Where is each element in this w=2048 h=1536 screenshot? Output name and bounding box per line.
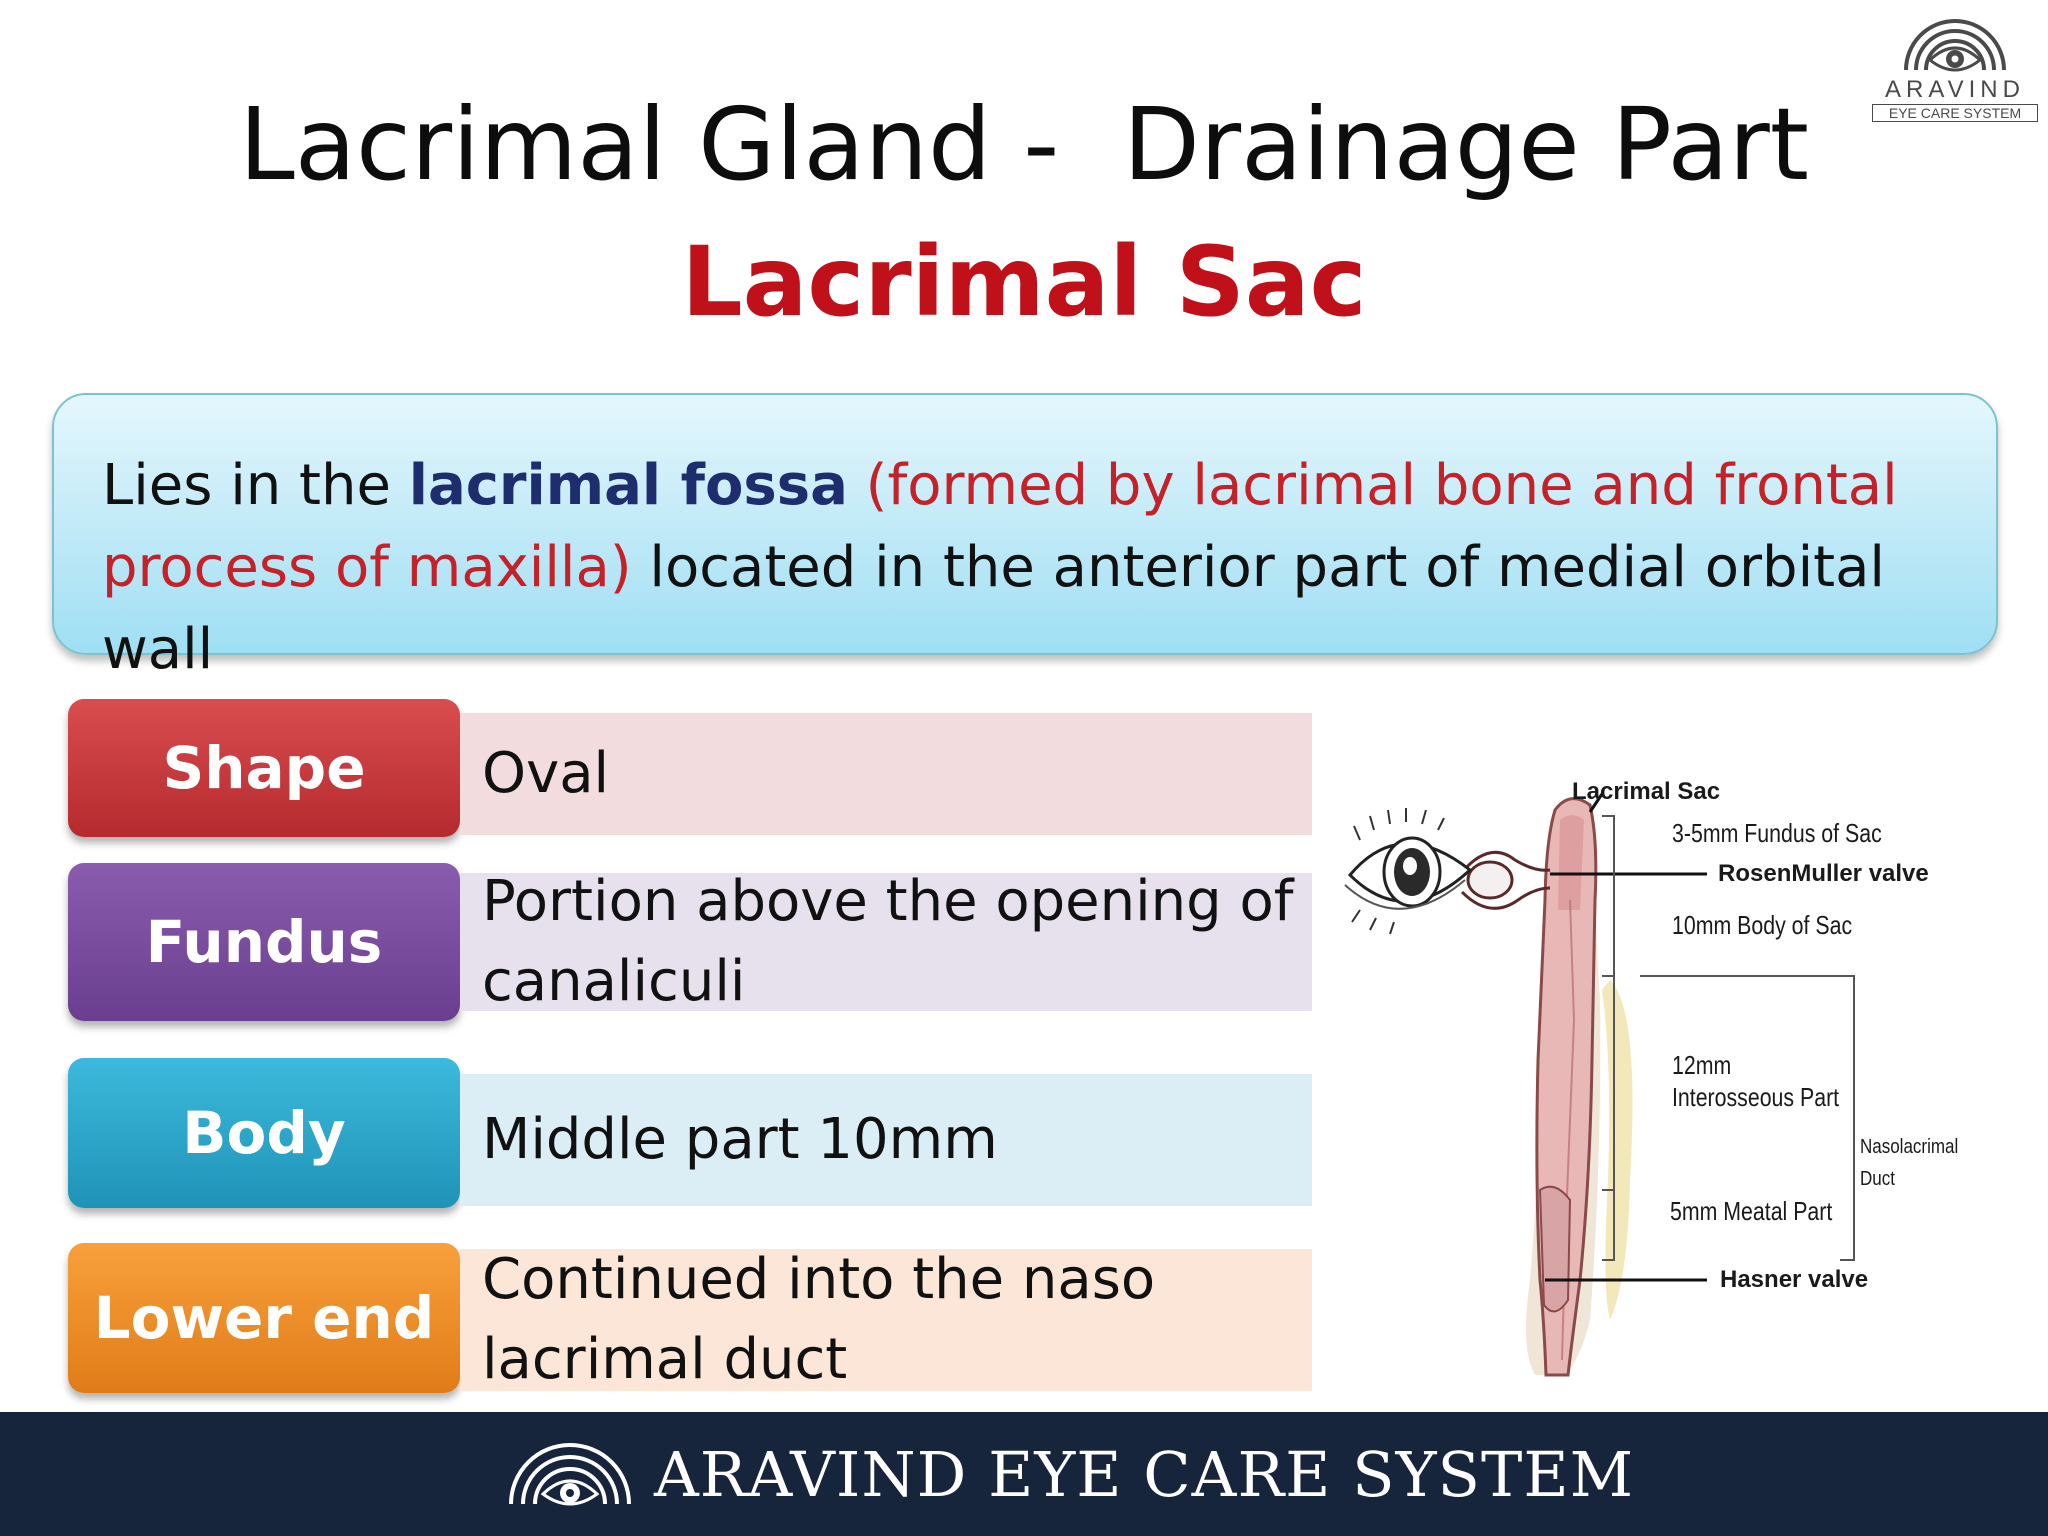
row-description: Continued into the naso lacrimal duct (460, 1247, 1312, 1392)
logo-name: ARAVIND (1885, 76, 2025, 103)
definition-fossa: lacrimal fossa (408, 453, 848, 518)
label-interosseous-part: Interosseous Part (1672, 1082, 1840, 1112)
row-label: Fundus (68, 863, 460, 1021)
row-description: Oval (460, 713, 1312, 835)
logo-subtitle: EYE CARE SYSTEM (1872, 104, 2038, 122)
label-body-of-sac: 10mm Body of Sac (1672, 910, 1853, 940)
definition-box: Lies in the lacrimal fossa (formed by la… (52, 393, 1998, 682)
label-meatal-part: 5mm Meatal Part (1670, 1196, 1833, 1226)
label-lacrimal-sac: Lacrimal Sac (1572, 778, 1721, 805)
definition-formed-by: (formed by lacrimal bone and frontal pro… (102, 453, 1898, 600)
definition-part-1: Lies in the (102, 453, 409, 518)
row-description: Portion above the opening of canaliculi (460, 869, 1312, 1014)
slide-title: Lacrimal Gland - Drainage Part (238, 86, 1810, 203)
footer-brand: ARAVIND EYE CARE SYSTEM (654, 1438, 1635, 1511)
label-nasolacrimal: Nasolacrimal (1860, 1136, 1959, 1158)
eye-logo-icon (509, 1443, 631, 1506)
row-description: Middle part 10mm (460, 1074, 1312, 1206)
lacrimal-anatomy-illustration (1344, 793, 1855, 1377)
definition-text: Lies in the lacrimal fossa (formed by la… (102, 445, 1962, 691)
lacrimal-sac-diagram: Lacrimal Sac 3-5mm Fundus of Sac RosenMu… (1340, 760, 1980, 1380)
label-duct: Duct (1860, 1168, 1895, 1190)
label-hasner-valve: Hasner valve (1720, 1266, 1869, 1293)
definition-location: located in the anterior part of medial o… (102, 535, 1885, 682)
row-label: Lower end (68, 1243, 460, 1393)
row-label: Body (68, 1058, 460, 1208)
label-interosseous-size: 12mm (1672, 1050, 1732, 1080)
label-rosenmuller-valve: RosenMuller valve (1718, 860, 1929, 887)
aravind-logo: ARAVIND EYE CARE SYSTEM (1870, 14, 2040, 124)
eye-logo-icon (1904, 19, 2006, 72)
row-label: Shape (68, 699, 460, 837)
label-fundus-of-sac: 3-5mm Fundus of Sac (1672, 818, 1882, 848)
footer-bar: ARAVIND EYE CARE SYSTEM (0, 1412, 2048, 1536)
slide-subtitle: Lacrimal Sac (681, 226, 1367, 338)
